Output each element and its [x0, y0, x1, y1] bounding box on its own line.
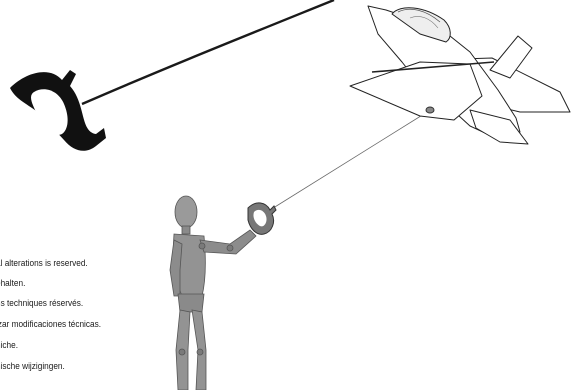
small-handle-icon	[248, 203, 276, 234]
jet-aircraft-icon	[350, 6, 570, 144]
notice-line-spanish: izar modificaciones técnicas.	[0, 319, 101, 331]
control-line	[270, 114, 424, 210]
notice-line-french: ns techniques réservés.	[0, 298, 83, 310]
notice-line-italian: niche.	[0, 340, 18, 352]
large-handle-icon	[10, 70, 106, 151]
main-flying-line	[82, 0, 334, 104]
technical-alterations-notice: al alterations is reserved. ehalten. ns …	[0, 258, 200, 390]
notice-line-german: ehalten.	[0, 278, 25, 290]
notice-line-english: al alterations is reserved.	[0, 258, 88, 270]
notice-line-dutch: nische wijzigingen.	[0, 361, 65, 373]
